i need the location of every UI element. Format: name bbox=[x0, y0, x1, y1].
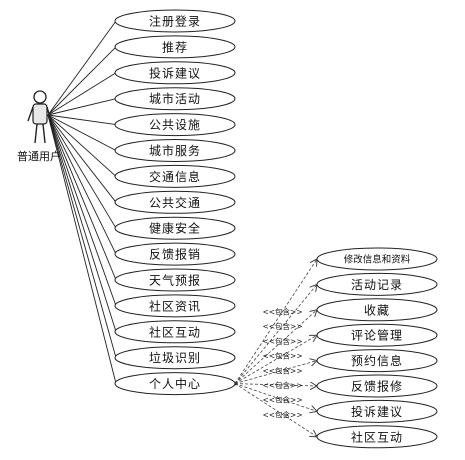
actor-head bbox=[33, 90, 47, 104]
include-arrow bbox=[234, 383, 317, 412]
actor-left-leg bbox=[34, 123, 38, 144]
use-case-label: 公共设施 bbox=[149, 118, 201, 132]
include-arrow bbox=[234, 383, 317, 437]
use-case-ellipse bbox=[114, 139, 236, 162]
use-case-label: 社区资讯 bbox=[149, 298, 201, 313]
use-case-ellipse bbox=[114, 9, 236, 33]
use-case-label: 投诉建议 bbox=[149, 65, 201, 80]
include-stereotype-label: <<包含>> bbox=[262, 380, 302, 390]
include-arrow bbox=[234, 284, 317, 384]
use-case-ellipse bbox=[114, 294, 236, 318]
use-case-label: 健康安全 bbox=[149, 221, 201, 236]
sub-use-case-label: 活动记录 bbox=[351, 278, 403, 292]
include-relations: <<包含>> <<包含>> <<包含>> <<包含>> <<包含>> <<包含>> <<包含… bbox=[233, 259, 317, 437]
actor-right-arm bbox=[46, 106, 52, 122]
association-line bbox=[47, 114, 117, 384]
sub-use-case-ellipse bbox=[316, 323, 438, 347]
association-line bbox=[47, 72, 117, 116]
association-line bbox=[47, 114, 117, 358]
sub-use-case-label: 修改信息和资料 bbox=[344, 254, 411, 266]
include-arrow bbox=[234, 384, 317, 386]
sub-use-case-ellipse bbox=[316, 247, 438, 271]
sub-use-case-ellipse bbox=[316, 374, 438, 398]
use-case-label: 城市服务 bbox=[149, 143, 201, 158]
use-case-label: 个人中心 bbox=[149, 376, 201, 391]
include-arrow bbox=[234, 361, 317, 384]
main-use-cases: 注册登录推荐投诉建议城市活动公共设施城市服务交通信息公共交通健康安全反馈报销天气… bbox=[114, 9, 236, 396]
use-case-ellipse bbox=[114, 164, 236, 188]
association-line bbox=[47, 114, 117, 255]
use-case-ellipse bbox=[114, 61, 236, 85]
actor-left-arm bbox=[27, 106, 34, 122]
include-stereotype-label: <<包含>> bbox=[262, 306, 302, 316]
include-arrow bbox=[234, 335, 317, 384]
include-arrow bbox=[234, 310, 317, 384]
association-line bbox=[47, 114, 117, 229]
association-line bbox=[47, 114, 117, 332]
use-case-label: 垃圾识别 bbox=[149, 350, 201, 365]
include-stereotype-label: <<包含>> bbox=[262, 351, 302, 361]
sub-use-case-ellipse bbox=[316, 349, 438, 373]
sub-use-case-ellipse bbox=[316, 298, 438, 322]
use-case-label: 公共交通 bbox=[149, 195, 201, 210]
use-case-ellipse bbox=[114, 268, 236, 292]
association-line bbox=[47, 114, 117, 203]
association-lines bbox=[47, 20, 117, 384]
actor-figure bbox=[27, 90, 52, 144]
use-case-label: 推荐 bbox=[162, 40, 188, 54]
include-stereotype-label: <<包含>> bbox=[262, 321, 302, 331]
use-case-ellipse bbox=[114, 372, 236, 396]
use-case-label: 交通信息 bbox=[149, 169, 201, 184]
use-case-label: 城市活动 bbox=[149, 91, 201, 106]
use-case-ellipse bbox=[114, 87, 236, 111]
sub-use-case-ellipse bbox=[316, 425, 438, 449]
use-case-label: 社区互动 bbox=[149, 324, 201, 339]
use-case-ellipse bbox=[114, 35, 236, 59]
sub-use-case-label: 评论管理 bbox=[351, 328, 403, 343]
sub-use-case-label: 反馈报修 bbox=[351, 379, 403, 394]
association-line bbox=[47, 20, 117, 116]
actor-label: 普通用户 bbox=[17, 149, 61, 163]
sub-use-case-ellipse bbox=[316, 272, 438, 296]
include-stereotype-label: <<包含>> bbox=[262, 409, 302, 419]
use-case-label: 天气预报 bbox=[149, 273, 201, 288]
use-case-ellipse bbox=[114, 242, 236, 266]
sub-use-case-ellipse bbox=[316, 399, 438, 423]
use-case-label: 反馈报销 bbox=[149, 247, 201, 262]
use-case-ellipse bbox=[114, 216, 236, 240]
sub-use-case-label: 收藏 bbox=[364, 303, 390, 317]
include-stereotype-label: <<包含>> bbox=[262, 336, 302, 346]
sub-use-case-label: 社区互动 bbox=[351, 429, 403, 444]
actor-right-leg bbox=[42, 123, 46, 144]
use-case-ellipse bbox=[114, 346, 236, 370]
association-line bbox=[47, 114, 117, 151]
use-case-ellipse bbox=[114, 113, 236, 137]
association-line bbox=[47, 98, 117, 116]
actor-body bbox=[32, 103, 48, 125]
include-stereotype-label: <<包含>> bbox=[262, 395, 302, 405]
association-line bbox=[47, 114, 117, 177]
use-case-label: 注册登录 bbox=[149, 14, 201, 29]
sub-use-case-label: 预约信息 bbox=[351, 353, 403, 368]
use-case-ellipse bbox=[114, 320, 236, 344]
sub-use-case-label: 投诉建议 bbox=[351, 404, 403, 419]
include-stereotype-label: <<包含>> bbox=[262, 365, 302, 375]
association-line bbox=[47, 114, 117, 126]
association-line bbox=[47, 114, 117, 281]
association-line bbox=[47, 114, 117, 307]
association-line bbox=[47, 46, 117, 116]
use-case-ellipse bbox=[114, 190, 236, 214]
